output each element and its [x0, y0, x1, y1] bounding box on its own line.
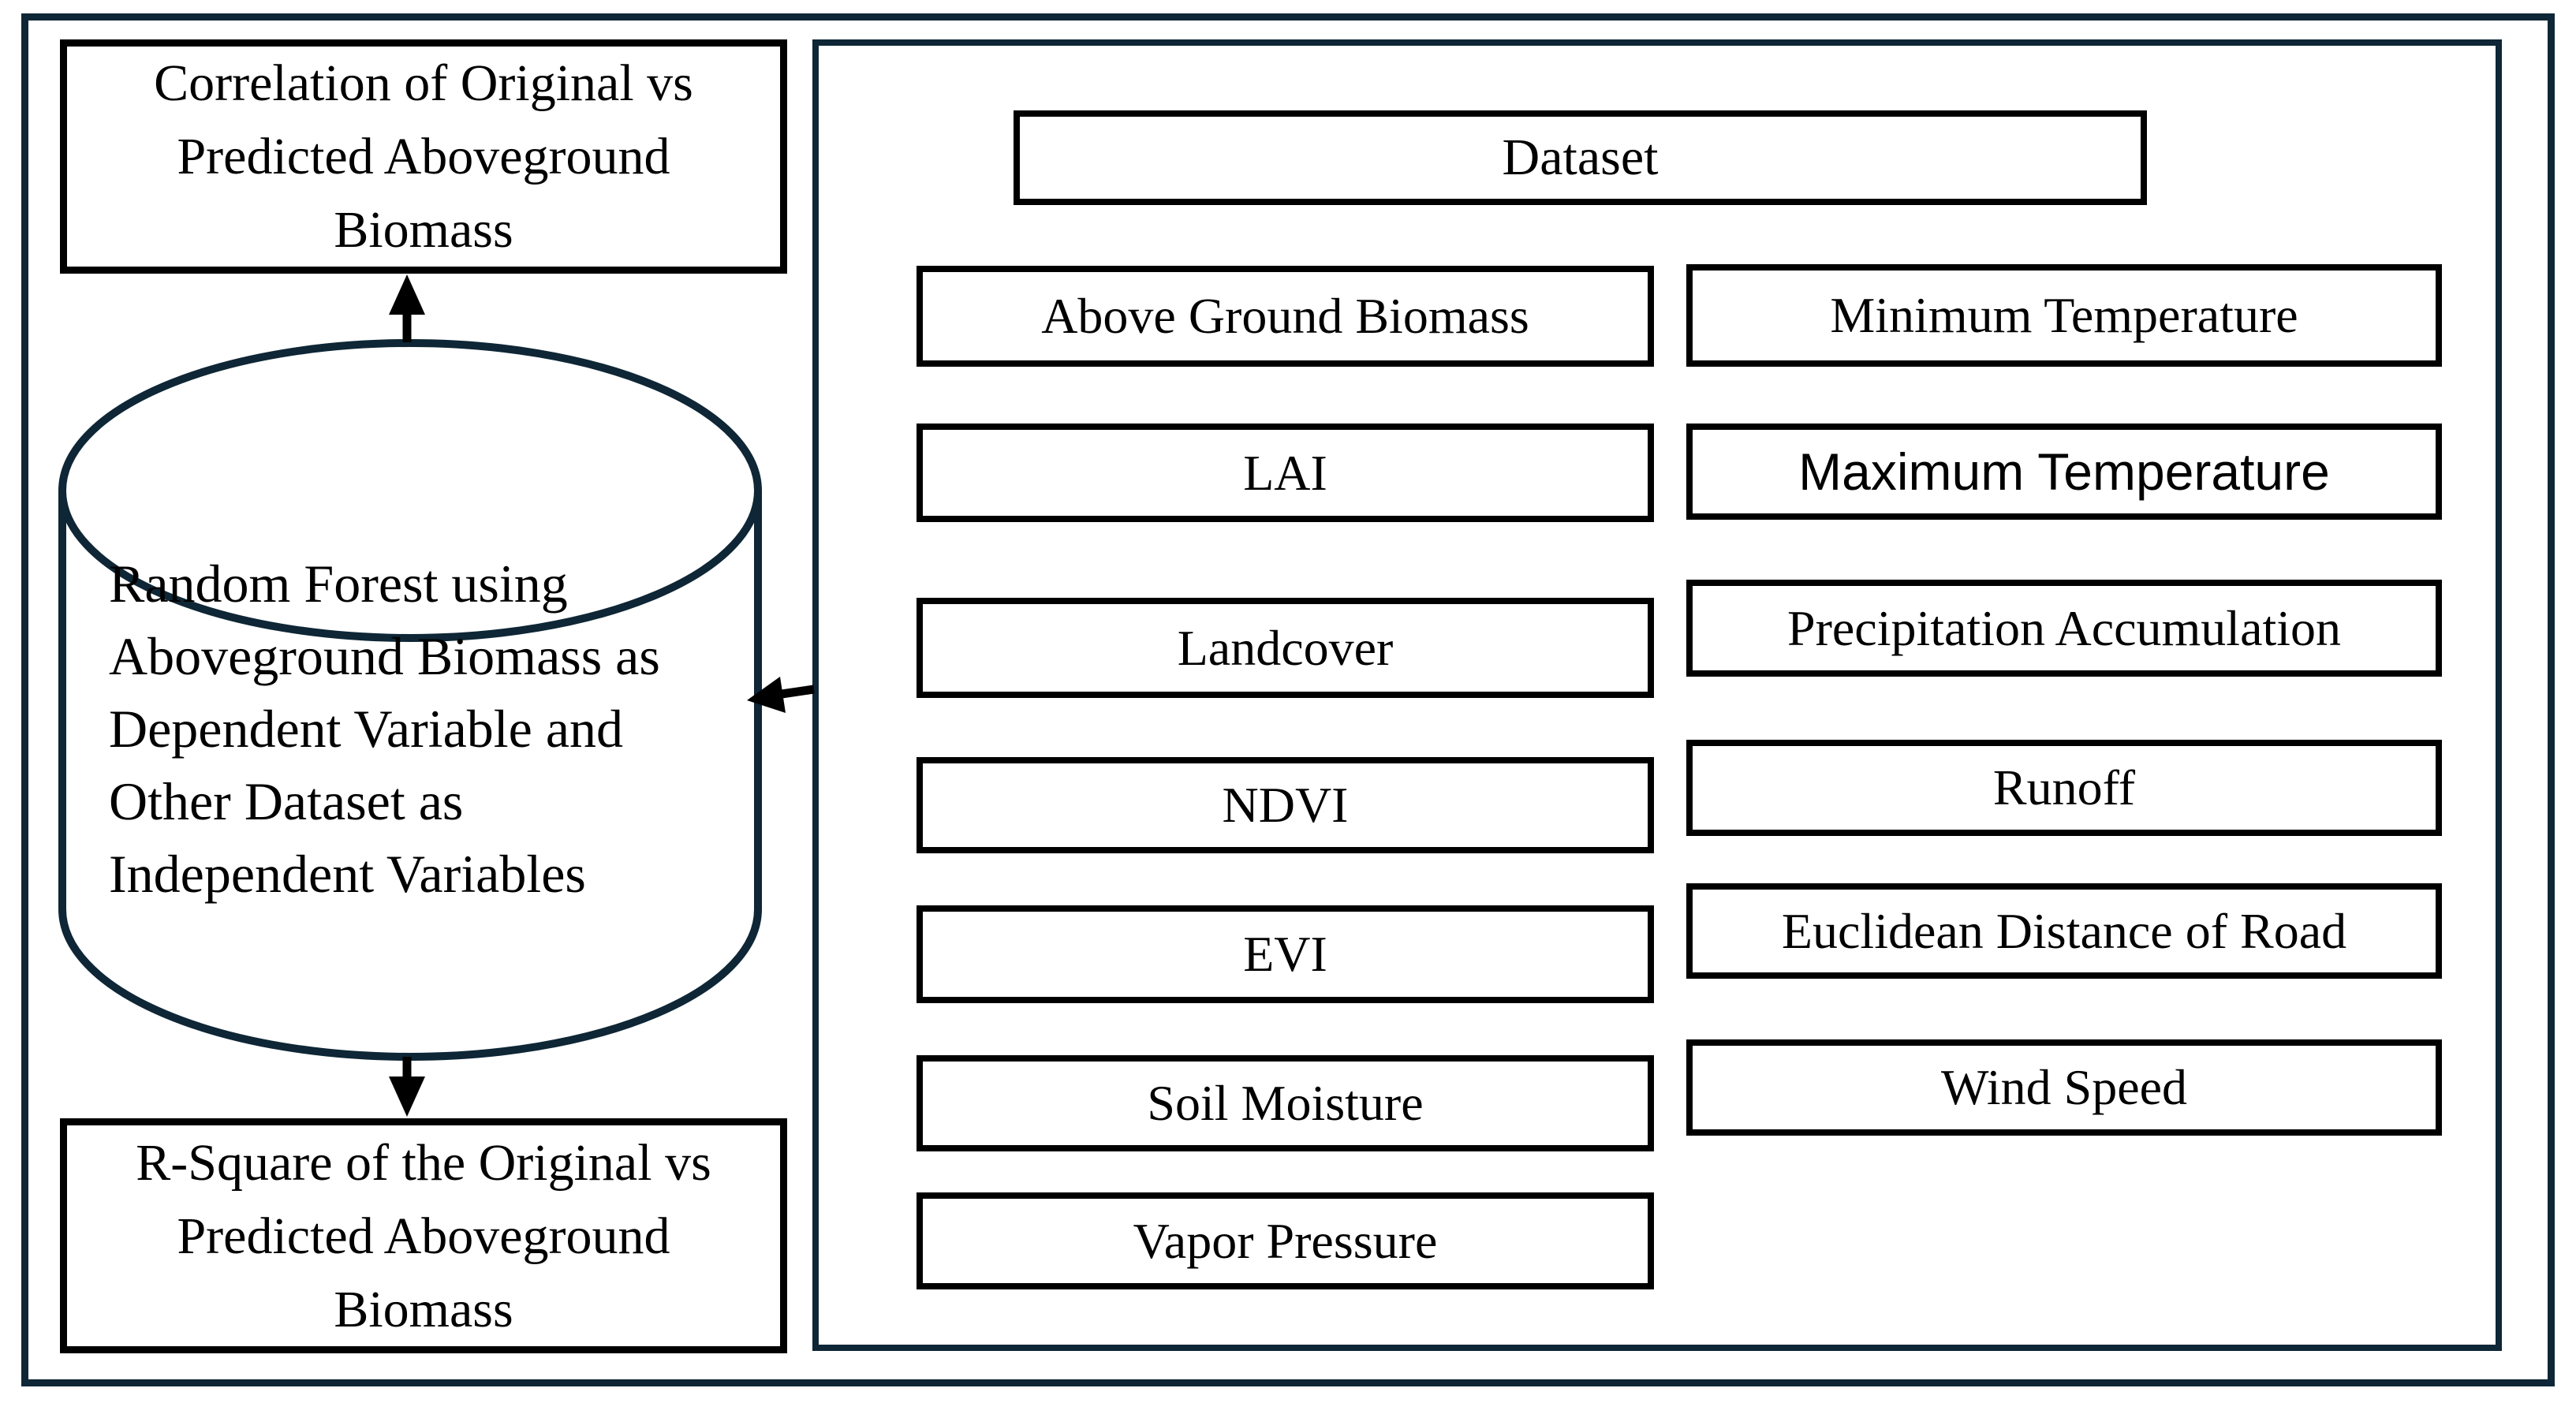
dataset-item-label: Vapor Pressure	[1133, 1212, 1438, 1269]
dataset-item-box-soil-moisture: Soil Moisture	[917, 1055, 1654, 1151]
dataset-item-box-wind-speed: Wind Speed	[1686, 1039, 2442, 1136]
dataset-item-label: Maximum Temperature	[1798, 442, 2330, 501]
correlation-box: Correlation of Original vs Predicted Abo…	[60, 39, 787, 274]
dataset-item-label: EVI	[1243, 926, 1327, 982]
dataset-item-box-ndvi: NDVI	[917, 757, 1654, 853]
cylinder-label-line: Other Dataset as	[109, 771, 464, 831]
cylinder-label-line: Aboveground Biomass as	[109, 626, 660, 686]
outer-frame	[21, 13, 2555, 1386]
dataset-item-label: Wind Speed	[1940, 1059, 2188, 1115]
correlation-box-line: Correlation of Original vs	[154, 54, 693, 112]
dataset-item-label: Soil Moisture	[1147, 1075, 1424, 1131]
rsquare-box-line: R-Square of the Original vs	[136, 1133, 711, 1192]
dataset-header-label: Dataset	[1502, 129, 1659, 186]
dataset-item-box-minimum-temperature: Minimum Temperature	[1686, 264, 2442, 367]
correlation-box-line: Predicted Aboveground	[177, 128, 670, 185]
dataset-item-label: Runoff	[1992, 759, 2136, 815]
rsquare-box-line: Biomass	[334, 1280, 513, 1338]
dataset-item-box-vapor-pressure: Vapor Pressure	[917, 1192, 1654, 1289]
dataset-item-box-lai: LAI	[917, 424, 1654, 522]
dataset-item-box-evi: EVI	[917, 905, 1654, 1003]
random-forest-cylinder-label: Random Forest using Aboveground Biomass …	[109, 547, 771, 910]
dataset-item-box-euclidean-distance-of-road: Euclidean Distance of Road	[1686, 883, 2442, 979]
rsquare-box-line: Predicted Aboveground	[177, 1207, 670, 1265]
dataset-item-label: NDVI	[1222, 777, 1349, 833]
dataset-item-box-landcover: Landcover	[917, 598, 1654, 698]
dataset-item-label: Minimum Temperature	[1830, 287, 2298, 343]
dataset-item-label: Euclidean Distance of Road	[1781, 902, 2347, 959]
dataset-item-box-maximum-temperature: Maximum Temperature	[1686, 424, 2442, 520]
dataset-item-label: Landcover	[1177, 619, 1394, 676]
dataset-item-box-runoff: Runoff	[1686, 740, 2442, 836]
dataset-item-label: LAI	[1243, 444, 1327, 501]
cylinder-label-line: Dependent Variable and	[109, 699, 624, 759]
dataset-item-box-precipitation-accumulation: Precipitation Accumulation	[1686, 580, 2442, 677]
dataset-item-label: Above Ground Biomass	[1041, 288, 1529, 344]
cylinder-label-line: Random Forest using	[109, 554, 568, 614]
dataset-header-box: Dataset	[1014, 110, 2147, 205]
correlation-box-line: Biomass	[334, 201, 513, 259]
rsquare-box: R-Square of the Original vs Predicted Ab…	[60, 1118, 787, 1353]
cylinder-label-line: Independent Variables	[109, 844, 586, 904]
dataset-item-label: Precipitation Accumulation	[1786, 599, 2342, 656]
dataset-item-box-above-ground-biomass: Above Ground Biomass	[917, 266, 1654, 367]
